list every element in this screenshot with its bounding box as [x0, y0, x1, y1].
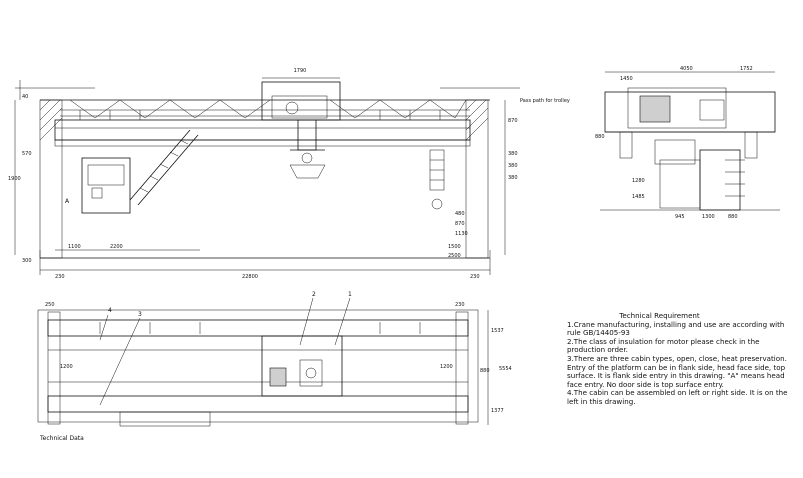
callout-1: 1 — [348, 291, 352, 298]
dim-right-2: 380 — [508, 151, 518, 157]
dim-side-mid-2: 1485 — [632, 194, 645, 200]
dim-side-left-1: 880 — [595, 134, 605, 140]
requirement-item-1: 1.Crane manufacturing, installing and us… — [567, 319, 785, 338]
dim-plan-right-top: 230 — [455, 302, 465, 308]
requirement-item-3: 3.There are three cabin types, open, clo… — [567, 353, 787, 389]
section-marker-a: A — [65, 198, 70, 205]
side-elevation-view: 4050 1752 1450 880 1280 1485 945 1300 88… — [595, 66, 780, 220]
left-column — [39, 99, 63, 259]
dim-side-top-3: 1450 — [620, 76, 633, 82]
dim-side-bot-2: 1300 — [702, 214, 715, 220]
dim-right-3: 380 — [508, 163, 518, 169]
dim-plan-inner-left: 1200 — [60, 364, 73, 370]
roof-truss — [69, 99, 467, 119]
end-carriage-ladder — [429, 149, 445, 210]
operator-cabin: A — [65, 129, 199, 214]
dim-bottom-3: 1500 — [448, 244, 461, 250]
cabin-plan — [119, 411, 211, 427]
pass-path-note: Pass path for trolley — [520, 98, 570, 104]
trolley-plan — [261, 335, 343, 397]
dim-bottom-4: 2500 — [448, 253, 461, 259]
dim-top-span: 1790 — [294, 68, 307, 74]
technical-requirement-block: Technical Requirement 1.Crane manufactur… — [567, 311, 792, 407]
dim-left-c: 300 — [22, 258, 32, 264]
dim-aux-left: 40 — [22, 94, 28, 100]
dim-plan-right-4: 880 — [480, 368, 490, 374]
technical-data-caption: Technical Data — [39, 435, 84, 442]
dim-side-top-2: 1752 — [740, 66, 753, 72]
dim-side-bot-1: 945 — [675, 214, 685, 220]
trolley: 1790 — [261, 68, 341, 179]
dim-plan-left-top: 250 — [45, 302, 55, 308]
dim-right-5: 480 — [455, 211, 465, 217]
dim-side-top-1: 4050 — [680, 66, 693, 72]
dim-left-a: 1900 — [8, 176, 21, 182]
dim-left-b: 570 — [22, 151, 32, 157]
dim-end-right: 230 — [470, 274, 480, 280]
main-girder — [54, 119, 471, 141]
plan-view: 4 3 2 1 250 230 1537 5554 1377 880 1200 … — [37, 291, 512, 442]
callout-2: 2 — [312, 291, 316, 298]
girder-bottom — [47, 395, 469, 413]
dim-right-7: 1130 — [455, 231, 468, 237]
dim-end-left: 230 — [55, 274, 65, 280]
dim-right-4: 380 — [508, 175, 518, 181]
requirement-item-4: 4.The cabin can be assembled on left or … — [567, 388, 788, 406]
dim-plan-right-2: 5554 — [499, 366, 512, 372]
technical-requirement-title: Technical Requirement — [619, 311, 700, 320]
dim-side-bot-3: 880 — [728, 214, 738, 220]
dim-span: 22800 — [242, 274, 258, 280]
requirement-item-2: 2.The class of insulation for motor plea… — [567, 336, 760, 355]
dim-bottom-1: 1100 — [68, 244, 81, 250]
dim-side-mid-1: 1280 — [632, 178, 645, 184]
right-column — [465, 99, 489, 259]
callout-3: 3 — [138, 311, 142, 318]
front-elevation-view: 1790 A 1100 — [8, 68, 570, 280]
dim-bottom-2: 2200 — [110, 244, 123, 250]
dim-plan-inner-right: 1200 — [440, 364, 453, 370]
dim-plan-right-3: 1377 — [491, 408, 504, 414]
dim-right-6: 870 — [455, 221, 465, 227]
callout-4: 4 — [108, 307, 112, 314]
dim-plan-right-1: 1537 — [491, 328, 504, 334]
dim-right-1: 870 — [508, 118, 518, 124]
hook-icon — [301, 152, 313, 164]
girder-top — [47, 319, 469, 337]
